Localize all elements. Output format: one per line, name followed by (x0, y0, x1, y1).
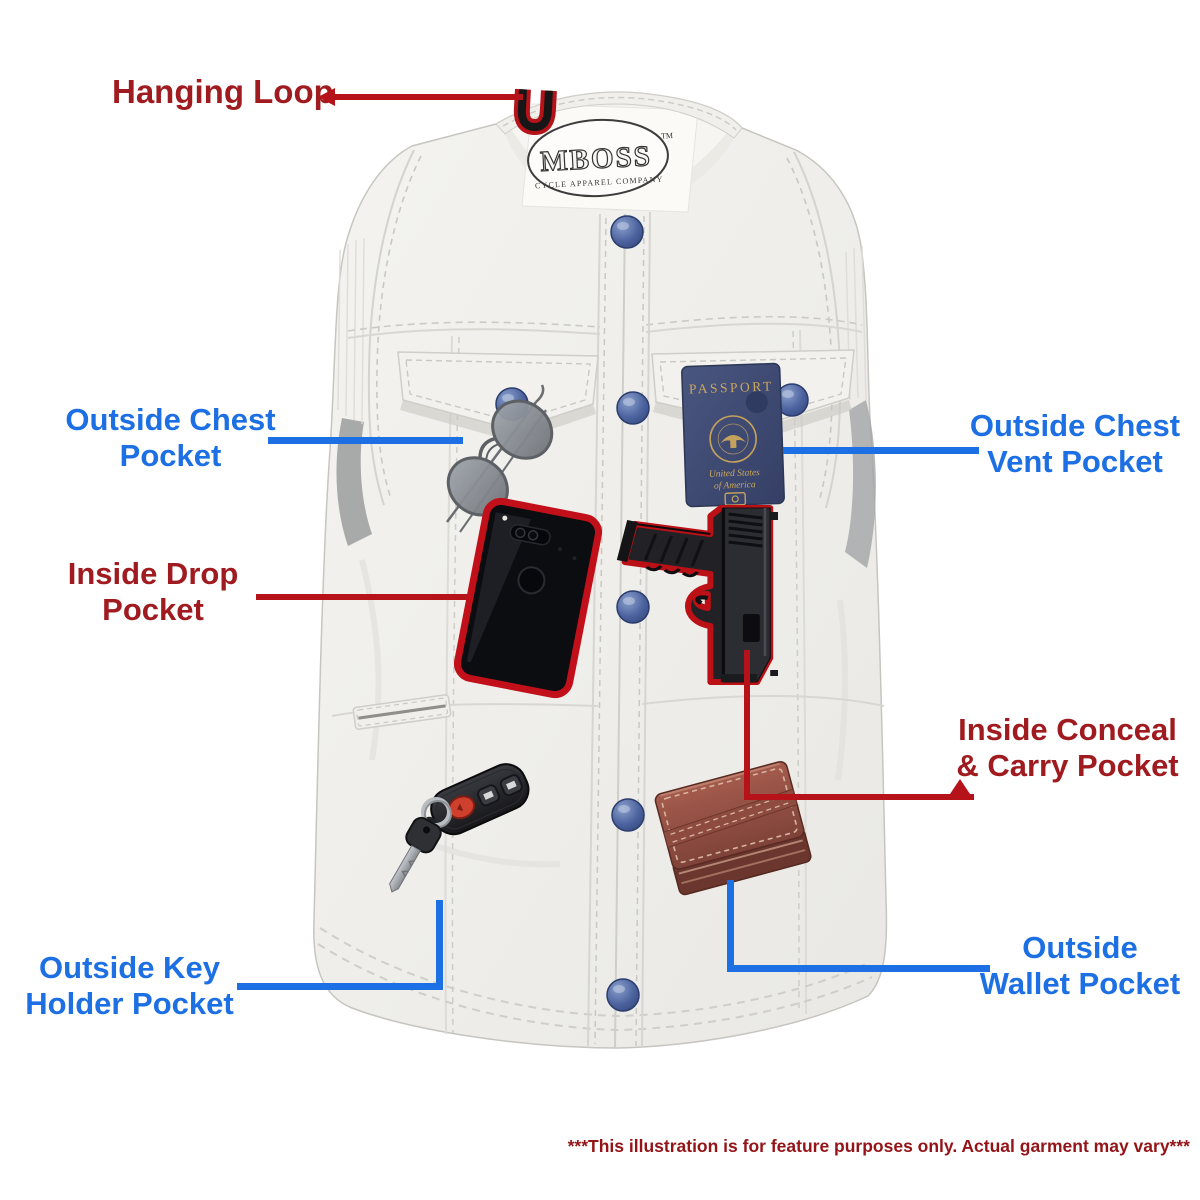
handgun (616, 508, 778, 682)
hanging-loop-arrowhead (318, 88, 335, 106)
conceal-carry-connector-h (744, 794, 974, 800)
outside-chest-pocket-label: Outside Chest Pocket (65, 402, 276, 473)
key-holder-welt-pocket (352, 694, 452, 730)
hanging-loop-label-text: Hanging Loop (112, 73, 334, 110)
vest-body: MBOSS TM CYCLE APPAREL COMPANY (313, 88, 888, 1049)
outside-key-holder-connector-h (237, 983, 443, 990)
snap-button (606, 978, 640, 1012)
outside-chest-pocket-connector (268, 437, 463, 444)
inside-drop-pocket-connector (256, 594, 468, 600)
hanging-loop-connector (333, 94, 523, 100)
disclaimer-text: ***This illustration is for feature purp… (567, 1136, 1190, 1156)
passport: PASSPORT United States of America (681, 362, 785, 508)
snap-button (611, 798, 645, 832)
brand-tag-tm: TM (661, 131, 673, 141)
brand-tag: MBOSS TM CYCLE APPAREL COMPANY (521, 103, 699, 213)
inside-drop-pocket-label: Inside Drop Pocket (67, 556, 239, 627)
inside-conceal-carry-pocket-label: Inside Conceal & Carry Pocket (956, 712, 1179, 783)
smartphone (453, 497, 603, 699)
outside-chest-vent-pocket-label: Outside Chest Vent Pocket (969, 408, 1181, 479)
outside-wallet-pocket-label: Outside Wallet Pocket (979, 930, 1181, 1001)
brand-tag-name: MBOSS (540, 140, 653, 178)
outside-key-holder-connector-v (436, 900, 443, 990)
conceal-carry-arrowhead (950, 779, 970, 794)
car-key-remote (389, 763, 530, 893)
outside-wallet-connector-h (727, 965, 990, 972)
passport-country-line1: United States (709, 468, 761, 480)
hanging-loop (513, 88, 557, 135)
passport-title: PASSPORT (689, 379, 774, 397)
outside-key-holder-pocket-label: Outside Key Holder Pocket (25, 950, 234, 1021)
hanging-loop-label: Hanging Loop (112, 74, 347, 110)
snap-button (616, 391, 650, 425)
passport-country-line2: of America (714, 479, 756, 491)
snap-button (610, 215, 644, 249)
wallet (654, 760, 812, 896)
conceal-carry-connector-v (744, 650, 750, 800)
snap-button (616, 590, 650, 624)
outside-wallet-connector-v (727, 880, 734, 972)
outside-chest-vent-connector (783, 447, 979, 454)
